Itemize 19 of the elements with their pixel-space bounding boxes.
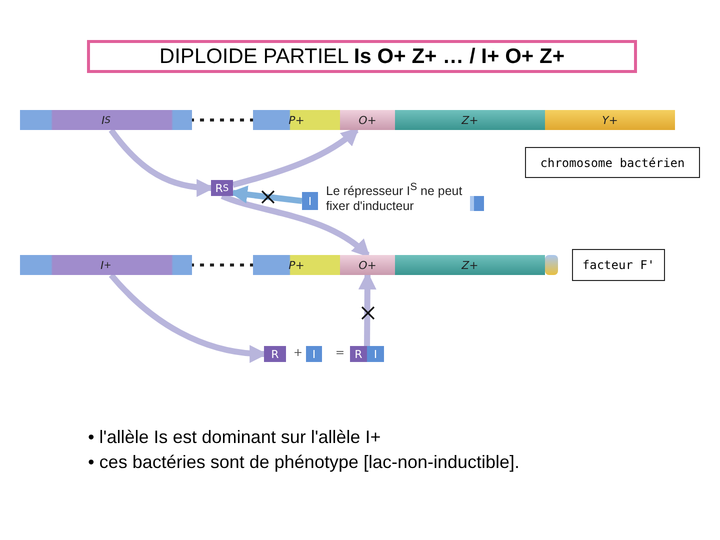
gene-segment: Z+ — [395, 255, 545, 275]
text-box: chromosome bactérien — [525, 147, 700, 178]
protein-block: R — [264, 346, 286, 362]
complex-block — [350, 346, 384, 362]
gene-segment: Z+ — [395, 110, 545, 130]
gene-segment: O+ — [340, 255, 395, 275]
bullet-text: • l'allèle Is est dominant sur l'allèle I+ — [88, 427, 382, 448]
inducer-part: I — [367, 346, 384, 362]
protein-block: I — [306, 346, 322, 362]
repressor-part: R — [350, 346, 367, 362]
note-text: Le répresseur I$^{S}$ ne peut fixer d'inducteur — [326, 181, 464, 214]
text-box: facteur F' — [572, 249, 665, 281]
bullet-text: • ces bactéries sont de phénotype [lac-non-inductible]. — [88, 452, 521, 473]
gene-segment: O+ — [340, 110, 395, 130]
title: DIPLOIDE PARTIEL Is O+ Z+ … / I+ O+ Z+ — [87, 40, 637, 73]
equals-sign: = — [334, 346, 346, 359]
gene-segment: Y+ — [545, 110, 675, 130]
plus-sign: + — [292, 346, 304, 359]
protein-block: I — [302, 192, 318, 210]
